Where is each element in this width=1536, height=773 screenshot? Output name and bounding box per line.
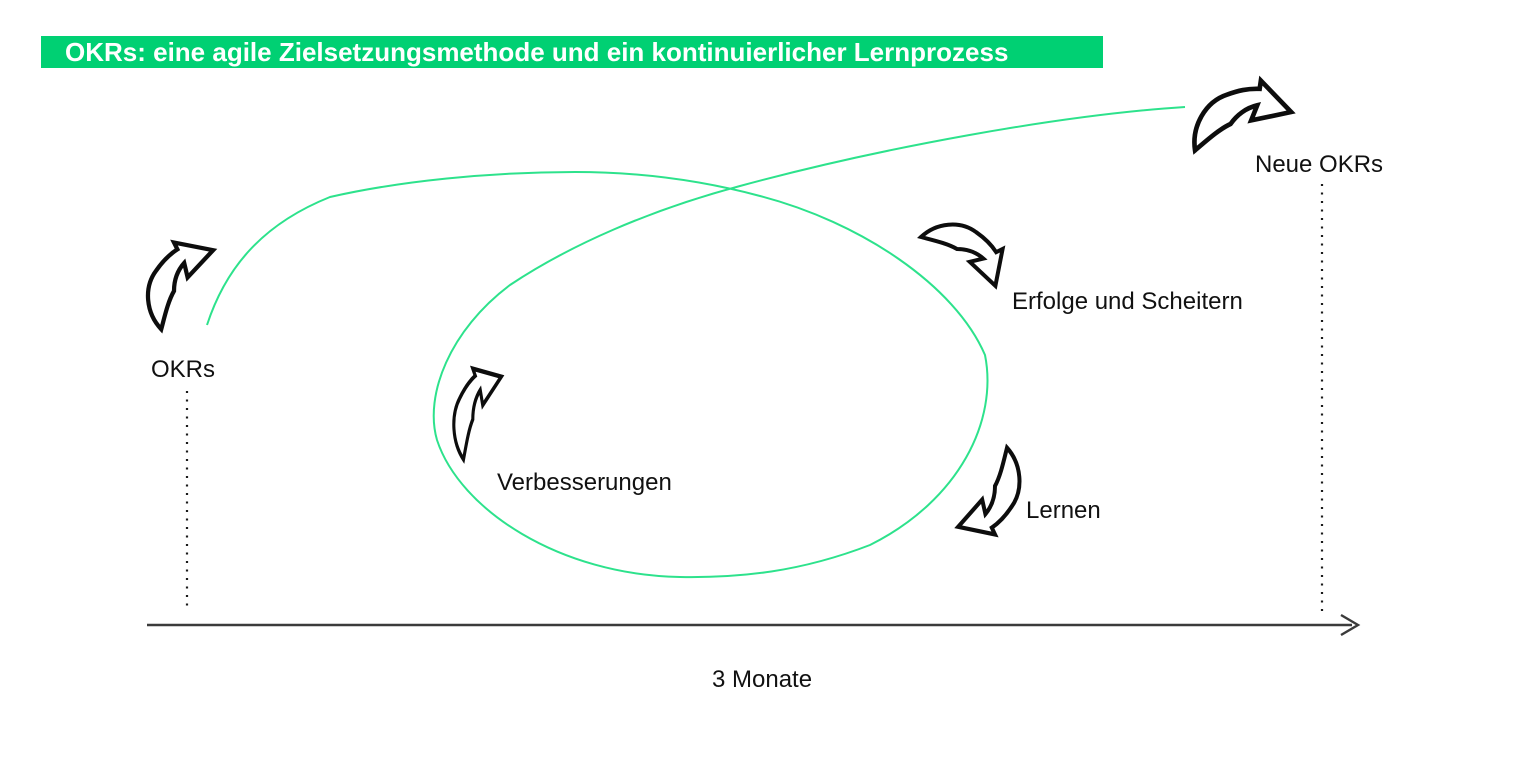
- curved-arrow-down-right-icon: [921, 225, 1003, 286]
- timeline-axis-label: 3 Monate: [712, 666, 813, 693]
- curved-arrow-down-left-icon: [958, 448, 1019, 535]
- lernen-label: Lernen: [1026, 497, 1101, 524]
- curved-arrow-up-icon: [454, 369, 501, 460]
- verbesserungen-label: Verbesserungen: [497, 469, 672, 496]
- curved-arrow-up-right-icon: [148, 243, 213, 330]
- title-banner: OKRs: eine agile Zielsetzungsmethode und…: [41, 36, 1103, 68]
- page-title: OKRs: eine agile Zielsetzungsmethode und…: [65, 37, 1009, 67]
- neue-okrs-label: Neue OKRs: [1255, 151, 1384, 178]
- erfolge-und-scheitern-label: Erfolge und Scheitern: [1012, 288, 1243, 315]
- okrs-label: OKRs: [151, 356, 216, 383]
- timeline-axis-arrowhead-icon: [1340, 613, 1361, 637]
- cycle-loop-curve: [206, 106, 1186, 579]
